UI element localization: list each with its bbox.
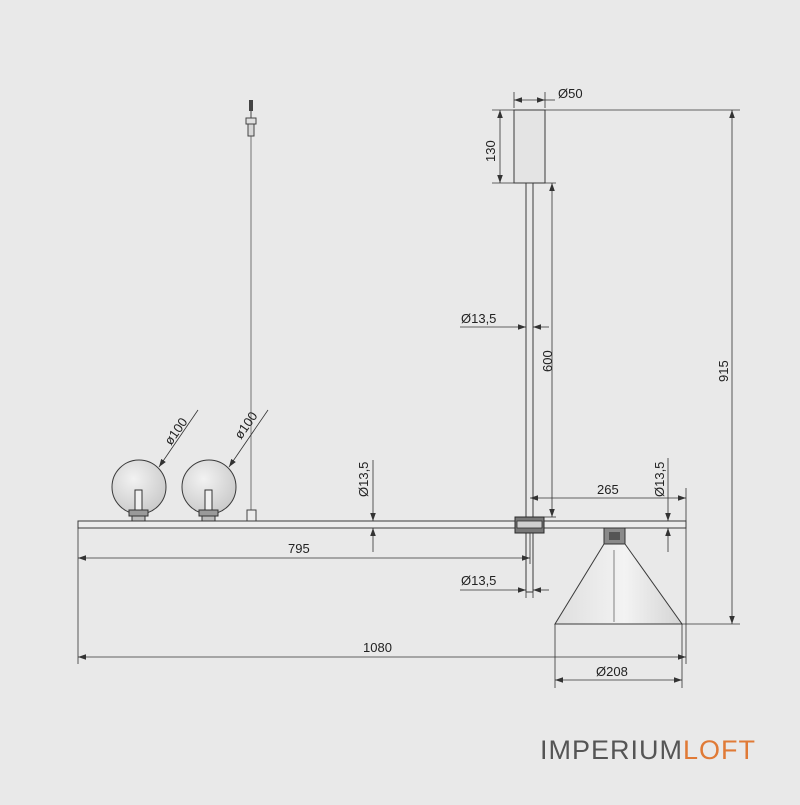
- bar-connector: [514, 516, 545, 534]
- label-600: 600: [540, 350, 555, 372]
- label-d100-left: ø100: [161, 415, 190, 448]
- dimension-d13-5-bar-left: Ø13,5: [356, 460, 376, 552]
- brand-logo: IMPERIUMLOFT: [540, 734, 756, 766]
- label-d13-5-rod-lower: Ø13,5: [461, 573, 496, 588]
- label-d13-5-bar-right: Ø13,5: [652, 462, 667, 497]
- suspension-cable: [246, 136, 257, 522]
- dimension-915: 915: [545, 109, 740, 625]
- label-d208: Ø208: [596, 664, 628, 679]
- dimension-d100-left: ø100: [158, 409, 199, 468]
- label-1080: 1080: [363, 640, 392, 655]
- horizontal-bar: [77, 520, 687, 529]
- dimension-d13-5-rod-lower: Ø13,5: [460, 573, 549, 598]
- label-d13-5-rod-upper: Ø13,5: [461, 311, 496, 326]
- label-130: 130: [483, 140, 498, 162]
- cone-shade: [554, 527, 683, 625]
- globe-shade-right: [181, 459, 237, 522]
- globe-shade-left: [111, 459, 167, 522]
- dimension-600: 600: [533, 182, 556, 518]
- label-915: 915: [716, 360, 731, 382]
- dimension-795: 795: [77, 528, 531, 664]
- dimension-d208: Ø208: [554, 624, 683, 688]
- label-265: 265: [597, 482, 619, 497]
- ceiling-canopy: [513, 109, 546, 184]
- brand-logo-part2: LOFT: [683, 735, 757, 765]
- dimension-d50: Ø50: [513, 86, 583, 108]
- cable-hook: [245, 100, 257, 137]
- dimension-d13-5-bar-right: Ø13,5: [652, 458, 671, 552]
- dimension-130: 130: [483, 109, 514, 184]
- label-d100-right: ø100: [231, 409, 260, 442]
- dimension-1080: 1080: [78, 528, 687, 664]
- label-795: 795: [288, 541, 310, 556]
- dimension-265: 265: [530, 482, 687, 521]
- dimension-d13-5-rod-upper: Ø13,5: [460, 311, 549, 330]
- dimension-d100-right: ø100: [228, 409, 269, 468]
- brand-logo-part1: IMPERIUM: [540, 735, 683, 765]
- label-d13-5-bar-left: Ø13,5: [356, 462, 371, 497]
- label-d50: Ø50: [558, 86, 583, 101]
